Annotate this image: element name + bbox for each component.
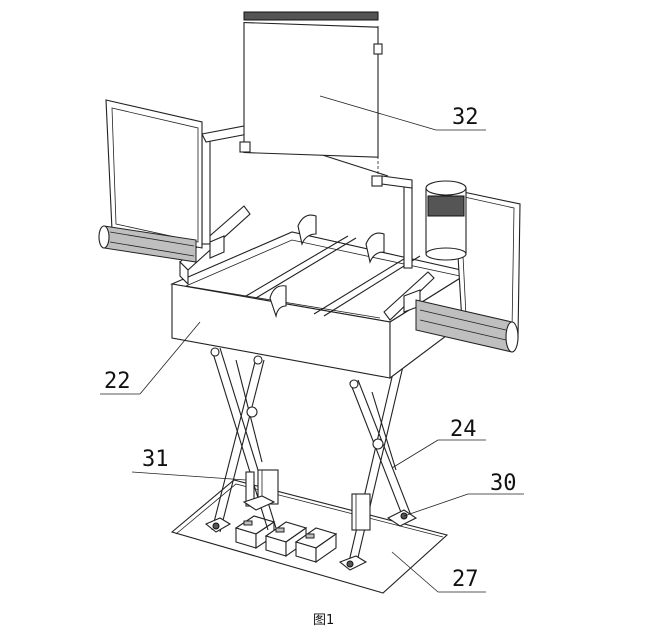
label-22: 22 xyxy=(104,369,131,394)
label-27: 27 xyxy=(452,567,479,592)
label-31: 31 xyxy=(142,447,169,472)
main-body-box xyxy=(170,231,472,380)
label-32: 32 xyxy=(452,105,479,130)
motor-cylinder xyxy=(425,180,467,261)
roller-right xyxy=(415,299,519,353)
leader-lines xyxy=(100,95,524,593)
label-30: 30 xyxy=(490,471,517,496)
panel-32 xyxy=(239,11,383,187)
base-hinges xyxy=(204,495,418,571)
roller-left xyxy=(98,225,197,263)
saddle-clamps xyxy=(269,214,385,319)
actuator-right xyxy=(351,493,371,531)
battery-boxes xyxy=(234,515,338,564)
figure-caption: 图1 xyxy=(313,613,334,628)
label-24: 24 xyxy=(450,417,477,442)
scissor-lift-right xyxy=(347,357,413,567)
side-panel-left xyxy=(105,99,203,249)
